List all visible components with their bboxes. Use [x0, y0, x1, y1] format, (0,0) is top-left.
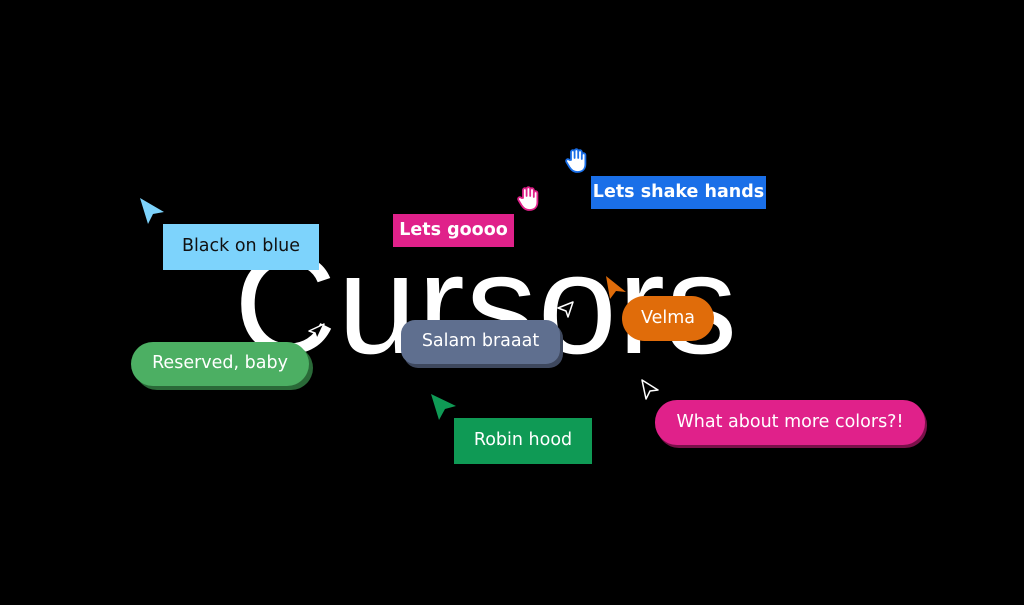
hand-cursor-icon — [565, 148, 587, 173]
cursor-label-lets-shake-hands: Lets shake hands — [591, 176, 766, 209]
arrow-cursor-icon — [431, 394, 456, 420]
cursor-label-robin-hood: Robin hood — [454, 418, 592, 464]
cursor-label-velma: Velma — [622, 296, 714, 341]
cursor-label-lets-goooo: Lets goooo — [393, 214, 514, 247]
arrow-cursor-icon — [557, 301, 574, 318]
cursor-label-salam-braaat: Salam braaat — [401, 320, 560, 364]
arrow-cursor-icon — [606, 276, 626, 299]
cursor-label-reserved-baby: Reserved, baby — [131, 342, 309, 386]
hand-cursor-icon — [517, 186, 539, 211]
cursor-label-black-on-blue: Black on blue — [163, 224, 319, 270]
arrow-cursor-icon — [308, 323, 325, 340]
arrow-cursor-icon — [140, 198, 164, 224]
arrow-cursor-icon — [641, 379, 659, 400]
cursor-label-more-colors: What about more colors?! — [655, 400, 925, 445]
